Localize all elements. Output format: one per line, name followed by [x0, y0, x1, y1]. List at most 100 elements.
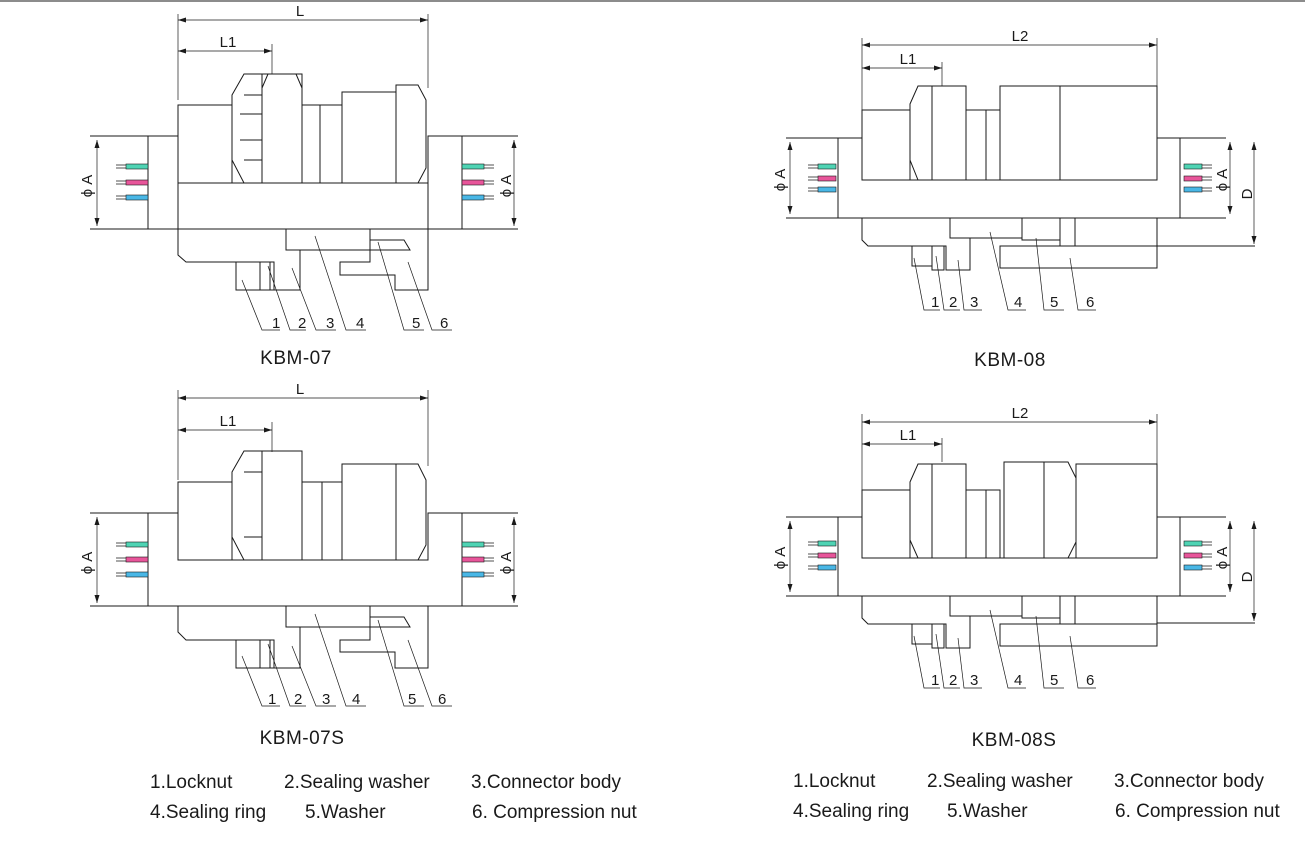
dimension-L2: L2: [861, 405, 1158, 490]
wire-bundle-left: [808, 163, 837, 193]
label-phi-a: ϕ A: [772, 547, 789, 570]
label-phi-a: ϕ A: [1214, 547, 1231, 570]
part-callouts: 1 2 3 4 5 6: [241, 613, 452, 708]
figure-kbm-07: L L1: [79, 3, 518, 369]
connector-section: [861, 217, 1158, 271]
dimension-D: D: [1239, 142, 1257, 244]
part-callouts: 1 2 3 4 5 6: [913, 231, 1096, 311]
wire-bundle-right: [1183, 163, 1212, 193]
label-D: D: [1239, 571, 1256, 582]
callout-1: 1: [931, 294, 939, 311]
callout-2: 2: [949, 672, 957, 689]
dimension-phiA-left: ϕ A: [79, 517, 100, 603]
callout-4: 4: [356, 315, 364, 332]
dimension-phiA-right: ϕ A: [1214, 521, 1233, 592]
callout-6: 6: [1086, 672, 1094, 689]
callout-4: 4: [1014, 294, 1022, 311]
label-L: L: [296, 381, 304, 398]
callout-1: 1: [272, 315, 280, 332]
label-D: D: [1239, 188, 1256, 199]
part-callouts: 1 2 3 4 5 6: [241, 235, 452, 332]
wire-bundle-left: [116, 541, 149, 578]
callout-2: 2: [298, 315, 306, 332]
callout-1: 1: [268, 691, 276, 708]
label-L2: L2: [1012, 405, 1029, 422]
legend-item-compression-nut: 6. Compression nut: [472, 802, 637, 823]
caption-kbm-08: KBM-08: [974, 350, 1046, 371]
connector-section: [861, 595, 1158, 649]
connector-section: [177, 605, 429, 669]
callout-3: 3: [970, 294, 978, 311]
legend-item-sealing-washer: 2.Sealing washer: [284, 772, 430, 793]
label-phi-a: ϕ A: [79, 175, 96, 198]
callout-6: 6: [440, 315, 448, 332]
legend-item-washer: 5.Washer: [305, 802, 386, 823]
wire-bundle-right: [461, 163, 494, 201]
dimension-L1: L1: [178, 413, 273, 452]
connector-section: [177, 228, 429, 291]
label-L2: L2: [1012, 28, 1029, 45]
dimension-L: L: [177, 3, 429, 100]
legend-item-sealing-washer: 2.Sealing washer: [927, 771, 1073, 792]
wire-bundle-left: [116, 163, 149, 201]
legend-item-connector-body: 3.Connector body: [471, 772, 621, 793]
label-phi-a: ϕ A: [79, 552, 96, 575]
legend-item-locknut: 1.Locknut: [150, 772, 233, 793]
callout-3: 3: [326, 315, 334, 332]
figure-kbm-08: L2 L1: [772, 28, 1257, 371]
dimension-phiA-right: ϕ A: [1214, 142, 1233, 214]
label-phi-a: ϕ A: [498, 175, 515, 198]
callout-1: 1: [931, 672, 939, 689]
wire-bundle-left: [808, 540, 837, 571]
dimension-L1: L1: [178, 34, 273, 74]
dimension-phiA-left: ϕ A: [772, 142, 793, 214]
legend-right: 1.Locknut 2.Sealing washer 3.Connector b…: [793, 771, 1280, 822]
dimension-L2: L2: [861, 28, 1158, 112]
label-L1: L1: [900, 427, 917, 444]
dimension-L1: L1: [862, 427, 943, 462]
caption-kbm-07s: KBM-07S: [260, 728, 345, 749]
dimension-phiA-left: ϕ A: [79, 140, 100, 226]
caption-kbm-08s: KBM-08S: [972, 730, 1057, 751]
legend-item-compression-nut: 6. Compression nut: [1115, 801, 1280, 822]
connector-elevation: [861, 461, 1158, 559]
legend-item-sealing-ring: 4.Sealing ring: [793, 801, 909, 822]
label-phi-a: ϕ A: [772, 169, 789, 192]
label-L1: L1: [220, 413, 237, 430]
label-phi-a: ϕ A: [1214, 169, 1231, 192]
label-L1: L1: [900, 51, 917, 68]
wire-bundle-right: [1183, 540, 1212, 571]
label-L1: L1: [220, 34, 237, 51]
dimension-L1: L1: [862, 51, 943, 86]
legend-left: 1.Locknut 2.Sealing washer 3.Connector b…: [150, 772, 637, 823]
callout-5: 5: [1050, 672, 1058, 689]
callout-2: 2: [949, 294, 957, 311]
callout-4: 4: [352, 691, 360, 708]
dimension-phiA-right: ϕ A: [498, 517, 517, 603]
figure-kbm-07s: L L1: [79, 381, 518, 749]
dimension-D: D: [1239, 521, 1257, 621]
callout-4: 4: [1014, 672, 1022, 689]
label-L: L: [296, 3, 304, 20]
label-phi-a: ϕ A: [498, 552, 515, 575]
legend-item-sealing-ring: 4.Sealing ring: [150, 802, 266, 823]
caption-kbm-07: KBM-07: [260, 348, 332, 369]
callout-3: 3: [322, 691, 330, 708]
callout-3: 3: [970, 672, 978, 689]
connector-elevation: [177, 450, 427, 561]
part-callouts: 1 2 3 4 5 6: [913, 609, 1096, 689]
connector-elevation: [177, 73, 427, 184]
figure-kbm-08s: L2 L1: [772, 405, 1257, 751]
callout-5: 5: [1050, 294, 1058, 311]
connector-elevation: [861, 85, 1158, 181]
callout-5: 5: [408, 691, 416, 708]
callout-2: 2: [294, 691, 302, 708]
wire-bundle-right: [461, 541, 494, 578]
dimension-phiA-left: ϕ A: [772, 521, 793, 592]
legend-item-connector-body: 3.Connector body: [1114, 771, 1264, 792]
legend-item-locknut: 1.Locknut: [793, 771, 876, 792]
callout-6: 6: [438, 691, 446, 708]
dimension-L: L: [177, 381, 429, 480]
callout-6: 6: [1086, 294, 1094, 311]
